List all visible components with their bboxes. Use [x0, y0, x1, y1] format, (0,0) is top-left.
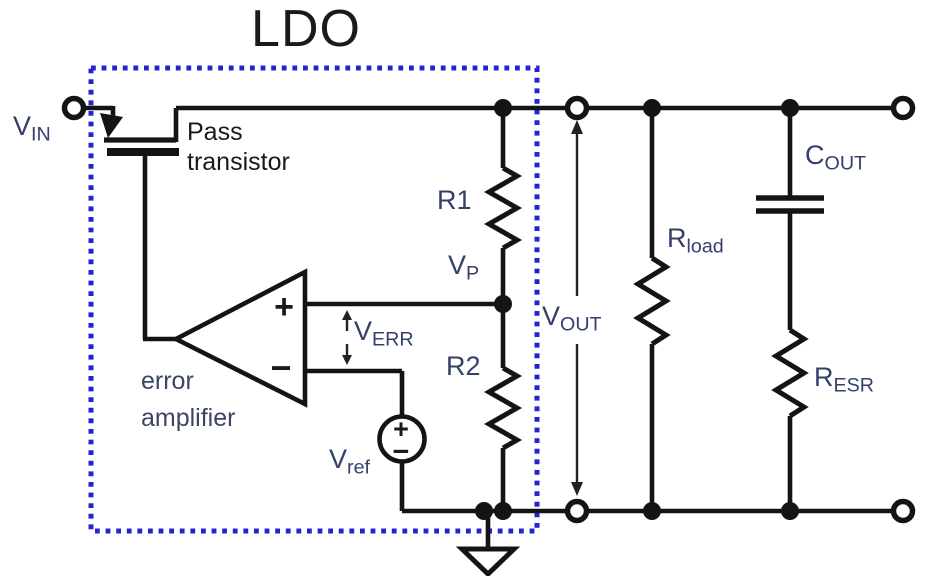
rload-label-sub: load — [686, 235, 724, 258]
erramp-line1: error — [141, 367, 194, 395]
ground-icon — [455, 546, 521, 576]
resistor-resr — [771, 327, 809, 419]
junction-dot — [475, 502, 493, 520]
r1-label-text: R1 — [437, 185, 472, 215]
cout-label-main: C — [805, 140, 825, 170]
junction-dot — [643, 99, 661, 117]
vref-plus-sign: + — [393, 414, 409, 444]
pass-line2: transistor — [187, 148, 290, 176]
r2-label-text: R2 — [446, 351, 481, 381]
cout-label: COUT — [805, 140, 866, 173]
resr-label: RESR — [814, 362, 874, 395]
vp-label: VP — [448, 250, 479, 283]
arrow-down-icon — [571, 482, 583, 496]
vp-label-main: V — [448, 250, 467, 280]
vout-label-sub: OUT — [560, 313, 602, 336]
terminal-vout-top — [564, 95, 590, 121]
arrow-down-icon — [342, 355, 352, 365]
arrow-up-icon — [571, 120, 583, 134]
junction-dot — [494, 502, 512, 520]
arrow-up-icon — [342, 310, 352, 320]
junction-dot-vp — [494, 295, 512, 313]
r2-label: R2 — [446, 352, 481, 380]
rload-label: Rload — [667, 223, 724, 256]
ldo-boundary-box — [88, 65, 540, 534]
vout-measure-arrow — [571, 120, 583, 496]
terminal-vin — [61, 95, 87, 121]
verr-label: VERR — [354, 316, 414, 349]
vin-label-sub: IN — [31, 123, 51, 146]
terminal-vout-bottom — [564, 498, 590, 524]
error-amplifier-label: error amplifier — [141, 363, 235, 437]
terminal-right-bottom — [890, 498, 916, 524]
vref-label-sub: ref — [347, 456, 370, 479]
r1-label: R1 — [437, 186, 472, 214]
wire-minus-input — [305, 368, 405, 417]
terminal-right-top — [890, 95, 916, 121]
verr-label-main: V — [354, 316, 373, 346]
vin-label: VIN — [13, 111, 51, 144]
erramp-line2: amplifier — [141, 404, 236, 432]
verr-arrows — [342, 310, 352, 365]
vref-source-symbol — [377, 414, 427, 464]
resr-label-sub: ESR — [833, 374, 874, 397]
resistor-rload — [633, 255, 671, 347]
cout-label-sub: OUT — [824, 152, 867, 175]
resistor-r1 — [483, 165, 523, 251]
junction-dot — [643, 502, 661, 520]
terminals — [61, 95, 916, 524]
junction-dot — [494, 99, 512, 117]
capacitor-cout — [756, 195, 824, 214]
resr-label-main: R — [814, 362, 834, 392]
vref-minus-sign: − — [393, 436, 410, 468]
vref-label-main: V — [329, 444, 348, 474]
vin-label-main: V — [13, 111, 32, 141]
wires — [82, 105, 894, 549]
resistor-r2 — [483, 365, 523, 451]
verr-label-sub: ERR — [372, 328, 414, 351]
vout-label: VOUT — [542, 301, 602, 334]
vp-label-sub: P — [466, 262, 480, 285]
junction-dot — [781, 99, 799, 117]
diagram-title: LDO — [251, 0, 361, 58]
amp-minus-sign: − — [270, 347, 291, 388]
rload-label-main: R — [667, 223, 687, 253]
amp-plus-sign: + — [274, 288, 294, 326]
junction-dots — [475, 99, 799, 520]
pass-line1: Pass — [187, 118, 243, 146]
error-amplifier-symbol — [170, 268, 308, 408]
junction-dot — [781, 502, 799, 520]
vout-label-main: V — [542, 301, 561, 331]
vref-label: Vref — [329, 444, 370, 477]
transistor-source-arrow-icon — [100, 113, 123, 138]
